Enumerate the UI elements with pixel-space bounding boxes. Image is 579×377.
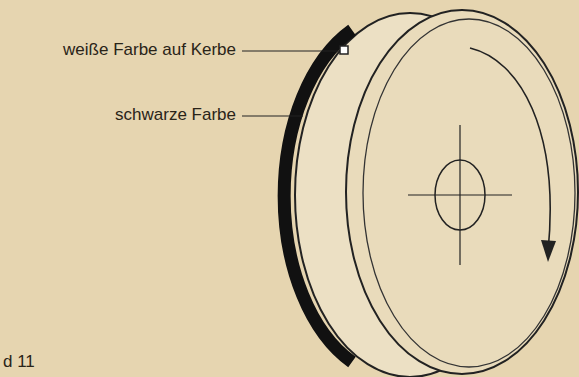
part-label: weiße Farbe auf Kerbe [63,40,236,60]
white-notch [340,46,348,54]
rotation-arrow [470,48,550,252]
part-label: schwarze Farbe [115,105,236,125]
black-paint [284,30,352,362]
disc-front-face [346,10,578,374]
rim-line [363,19,575,367]
leader-line [242,51,339,52]
crosshair [459,125,460,265]
figure-number: d 11 [3,352,35,372]
leader-line [242,116,303,117]
arrow-head [541,240,556,262]
